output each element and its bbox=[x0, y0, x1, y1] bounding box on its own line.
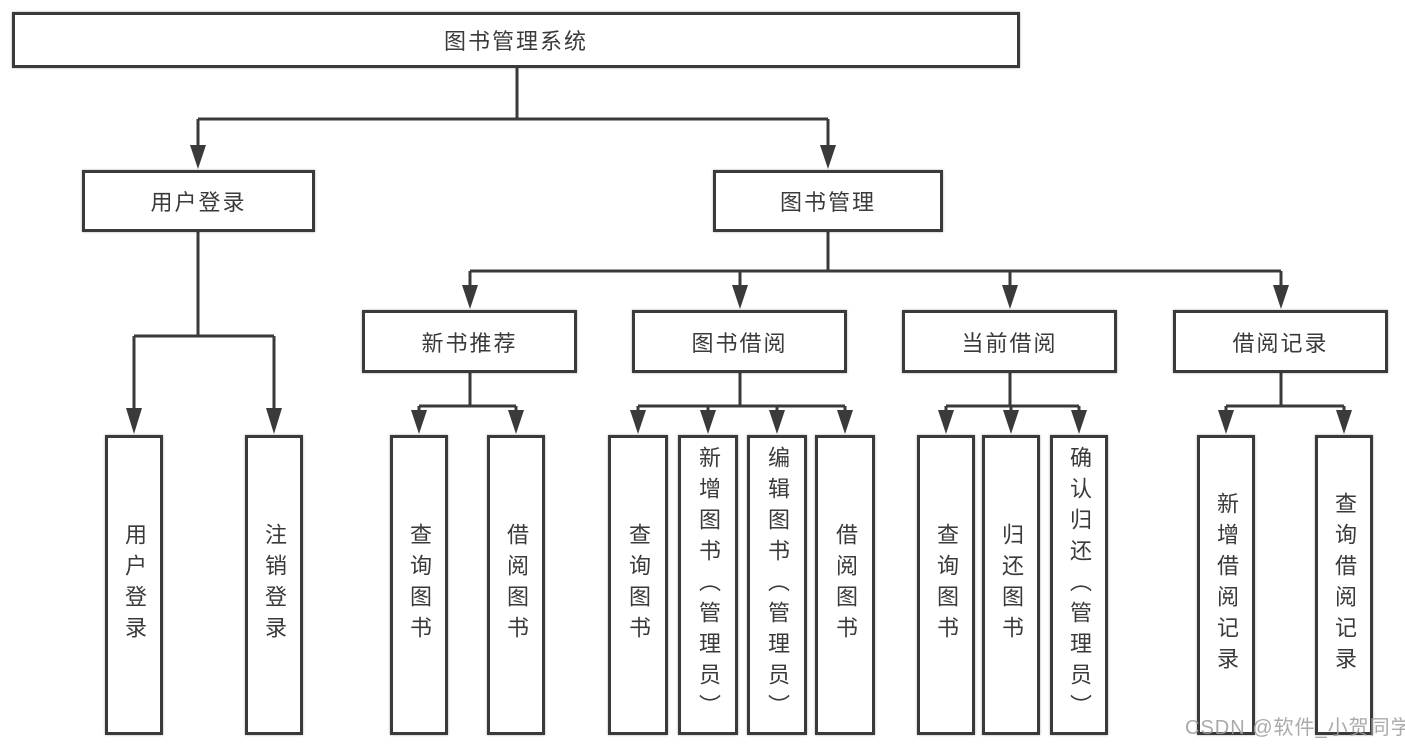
leaf-current-confirm-return-admin: 确认归还（管理员） bbox=[1050, 435, 1108, 735]
connector bbox=[196, 68, 830, 147]
leaf-borrow-query-books: 查询图书 bbox=[608, 435, 668, 735]
leaf-current-query-books: 查询图书 bbox=[917, 435, 975, 735]
watermark: CSDN @软件_小贺同学 bbox=[1185, 717, 1405, 739]
arrow-down-icon bbox=[700, 410, 716, 434]
arrow-down-icon bbox=[1273, 285, 1289, 309]
arrow-down-icon bbox=[837, 410, 853, 434]
arrow-down-icon bbox=[820, 145, 836, 169]
connector bbox=[132, 232, 276, 412]
arrow-down-icon bbox=[266, 408, 282, 434]
arrow-down-icon bbox=[126, 408, 142, 434]
arrow-down-icon bbox=[508, 410, 524, 434]
leaf-records-query-record: 查询借阅记录 bbox=[1315, 435, 1373, 735]
node-book-management: 图书管理 bbox=[713, 170, 943, 232]
arrow-down-icon bbox=[1002, 285, 1018, 309]
arrow-down-icon bbox=[769, 410, 785, 434]
arrow-down-icon bbox=[462, 285, 478, 309]
arrow-down-icon bbox=[1071, 410, 1087, 434]
leaf-logout: 注销登录 bbox=[245, 435, 303, 735]
node-user-login: 用户登录 bbox=[82, 170, 315, 232]
connector bbox=[417, 373, 518, 414]
arrow-down-icon bbox=[411, 410, 427, 434]
leaf-borrow-edit-books-admin: 编辑图书（管理员） bbox=[747, 435, 807, 735]
arrow-down-icon bbox=[1003, 410, 1019, 434]
leaf-borrow-add-books-admin: 新增图书（管理员） bbox=[678, 435, 738, 735]
node-current-borrowing: 当前借阅 bbox=[902, 310, 1117, 373]
arrow-down-icon bbox=[630, 410, 646, 434]
node-borrowing-records: 借阅记录 bbox=[1173, 310, 1388, 373]
arrow-down-icon bbox=[190, 145, 206, 169]
arrow-down-icon bbox=[1218, 410, 1234, 434]
arrow-down-icon bbox=[938, 410, 954, 434]
connector bbox=[944, 373, 1081, 414]
connector bbox=[636, 373, 847, 414]
arrow-down-icon bbox=[732, 285, 748, 309]
leaf-newbook-borrow-books: 借阅图书 bbox=[487, 435, 545, 735]
arrow-down-icon bbox=[1336, 410, 1352, 434]
connector bbox=[468, 232, 1283, 289]
leaf-user-login: 用户登录 bbox=[105, 435, 163, 735]
leaf-records-add-record: 新增借阅记录 bbox=[1197, 435, 1255, 735]
node-library-management-system: 图书管理系统 bbox=[12, 12, 1020, 68]
node-new-book-recommendation: 新书推荐 bbox=[362, 310, 577, 373]
leaf-borrow-borrow-books: 借阅图书 bbox=[815, 435, 875, 735]
node-book-borrowing: 图书借阅 bbox=[632, 310, 847, 373]
connector bbox=[1224, 373, 1346, 414]
leaf-current-return-books: 归还图书 bbox=[982, 435, 1040, 735]
leaf-newbook-query-books: 查询图书 bbox=[390, 435, 448, 735]
